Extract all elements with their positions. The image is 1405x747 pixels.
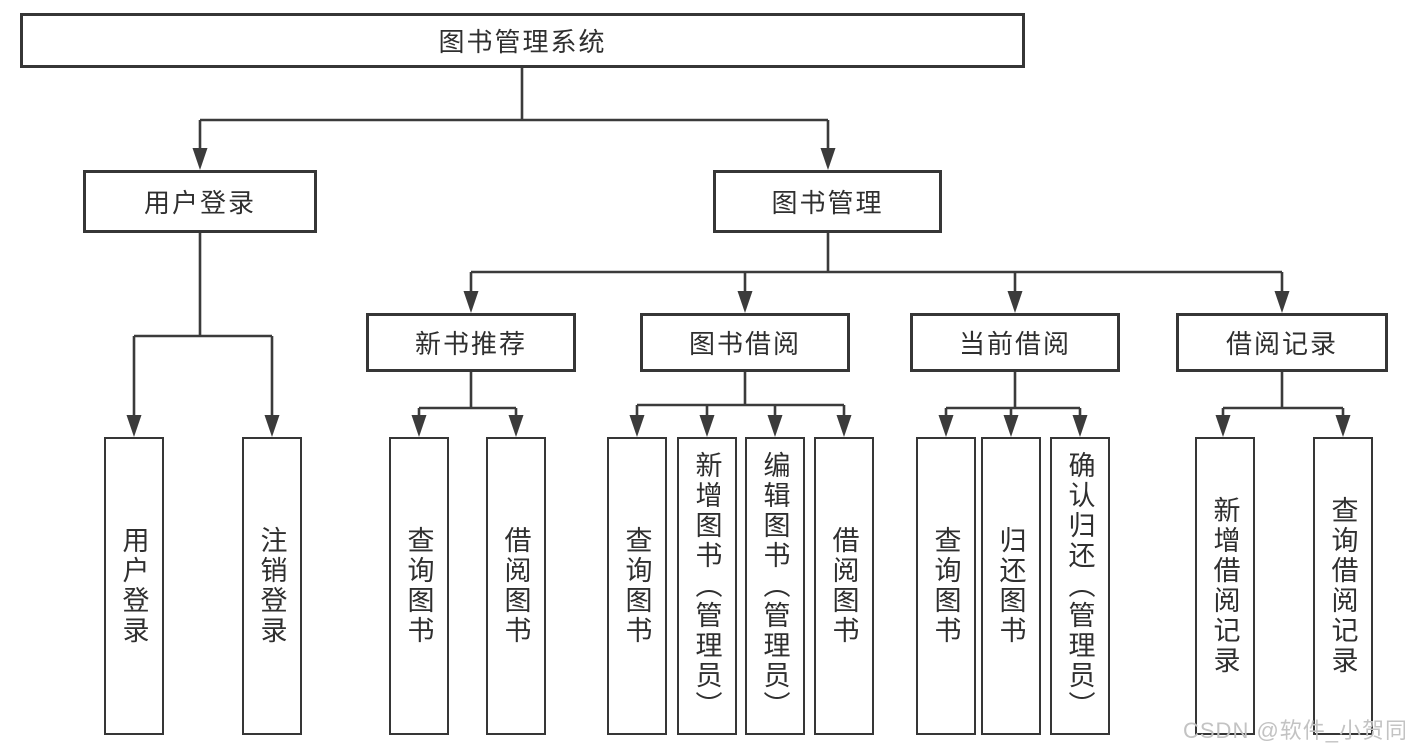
arrowhead-icon — [126, 415, 142, 437]
leaf-user-login: 用户登录 — [104, 437, 164, 735]
node-current-borrow: 当前借阅 — [910, 313, 1120, 372]
arrowhead-icon — [1215, 415, 1231, 437]
leaf-logout: 注销登录 — [242, 437, 302, 735]
arrowhead-icon — [820, 148, 836, 170]
leaf-borrow-books-recommend: 借阅图书 — [486, 437, 546, 735]
arrowhead-icon — [508, 415, 524, 437]
leaf-query-books-borrow: 查询图书 — [607, 437, 667, 735]
edge-root-to-level2 — [198, 68, 830, 150]
leaf-confirm-return-admin: 确认归还（管理员） — [1050, 437, 1110, 735]
watermark: CSDN @软件_小贺同学 — [1183, 718, 1405, 743]
leaf-add-book-admin: 新增图书（管理员） — [677, 437, 737, 735]
leaf-query-books-current: 查询图书 — [916, 437, 976, 735]
arrowhead-icon — [192, 148, 208, 170]
leaf-add-borrow-record: 新增借阅记录 — [1195, 437, 1255, 735]
leaf-query-books-recommend: 查询图书 — [389, 437, 449, 735]
leaf-borrow-books: 借阅图书 — [814, 437, 874, 735]
arrowhead-icon — [629, 415, 645, 437]
arrowhead-icon — [1072, 415, 1088, 437]
edge-current-borrow-children — [944, 372, 1082, 417]
arrowhead-icon — [1335, 415, 1351, 437]
node-user-login: 用户登录 — [83, 170, 317, 233]
arrowhead-icon — [737, 291, 753, 313]
node-borrow-records: 借阅记录 — [1176, 313, 1388, 372]
edge-book-management-children — [469, 233, 1284, 293]
arrowhead-icon — [264, 415, 280, 437]
edge-user-login-children — [132, 233, 274, 417]
arrowhead-icon — [1007, 291, 1023, 313]
leaf-edit-book-admin: 编辑图书（管理员） — [745, 437, 805, 735]
arrowhead-icon — [463, 291, 479, 313]
edge-book-borrow-children — [635, 372, 846, 417]
edge-borrow-records-children — [1221, 372, 1345, 417]
arrowhead-icon — [767, 415, 783, 437]
arrowhead-icon — [836, 415, 852, 437]
node-book-management: 图书管理 — [713, 170, 942, 233]
arrowhead-icon — [699, 415, 715, 437]
arrowhead-icon — [938, 415, 954, 437]
node-book-borrow: 图书借阅 — [640, 313, 850, 372]
node-new-book-recommend: 新书推荐 — [366, 313, 576, 372]
arrowhead-icon — [1003, 415, 1019, 437]
edge-new-book-recommend-children — [417, 372, 518, 417]
arrowhead-icon — [411, 415, 427, 437]
arrowhead-icon — [1274, 291, 1290, 313]
leaf-return-books: 归还图书 — [981, 437, 1041, 735]
node-book-system: 图书管理系统 — [20, 13, 1025, 68]
leaf-query-borrow-record: 查询借阅记录 — [1313, 437, 1373, 735]
